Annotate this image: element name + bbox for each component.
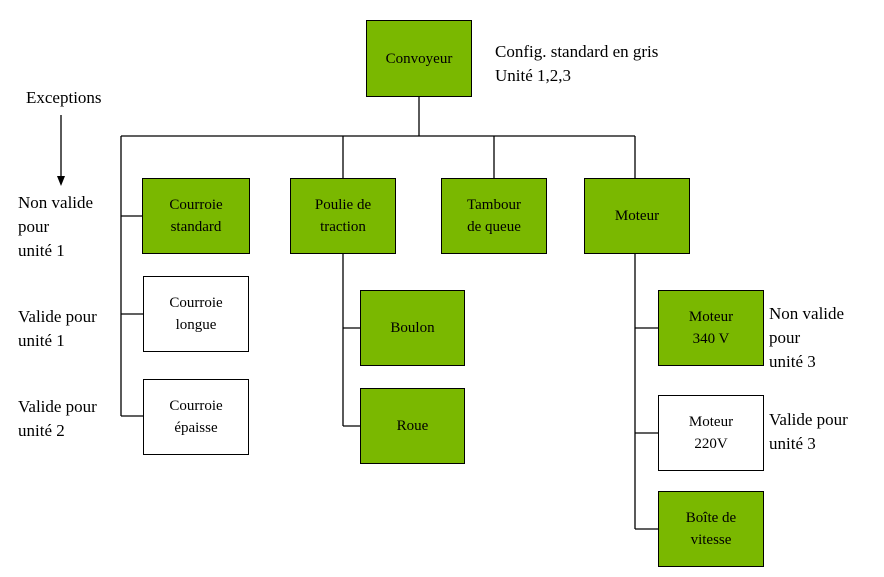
node-roue: Roue [360,388,465,464]
node-convoyeur: Convoyeur [366,20,472,97]
legend-line-2: Unité 1,2,3 [495,66,572,85]
node-courroie-longue: Courroie longue [143,276,249,352]
note-courroie-standard: Non valide pour unité 1 [18,193,94,260]
node-boite-de-vitesse: Boîte de vitesse [658,491,764,567]
node-boulon: Boulon [360,290,465,366]
node-poulie-de-traction: Poulie de traction [290,178,396,254]
node-courroie-epaisse: Courroie épaisse [143,379,249,455]
note-moteur-340v: Non valide pour unité 3 [769,304,845,371]
node-tambour-de-queue: Tambour de queue [441,178,547,254]
node-courroie-standard: Courroie standard [142,178,250,254]
note-moteur-220v: Valide pour unité 3 [769,410,848,453]
note-courroie-epaisse: Valide pour unité 2 [18,397,97,440]
exceptions-arrow-head [57,176,65,186]
node-moteur: Moteur [584,178,690,254]
legend-line-1: Config. standard en gris [495,42,659,61]
node-moteur-220v: Moteur 220V [658,395,764,471]
node-moteur-340v: Moteur 340 V [658,290,764,366]
exceptions-header: Exceptions [26,88,102,107]
note-courroie-longue: Valide pour unité 1 [18,307,97,350]
